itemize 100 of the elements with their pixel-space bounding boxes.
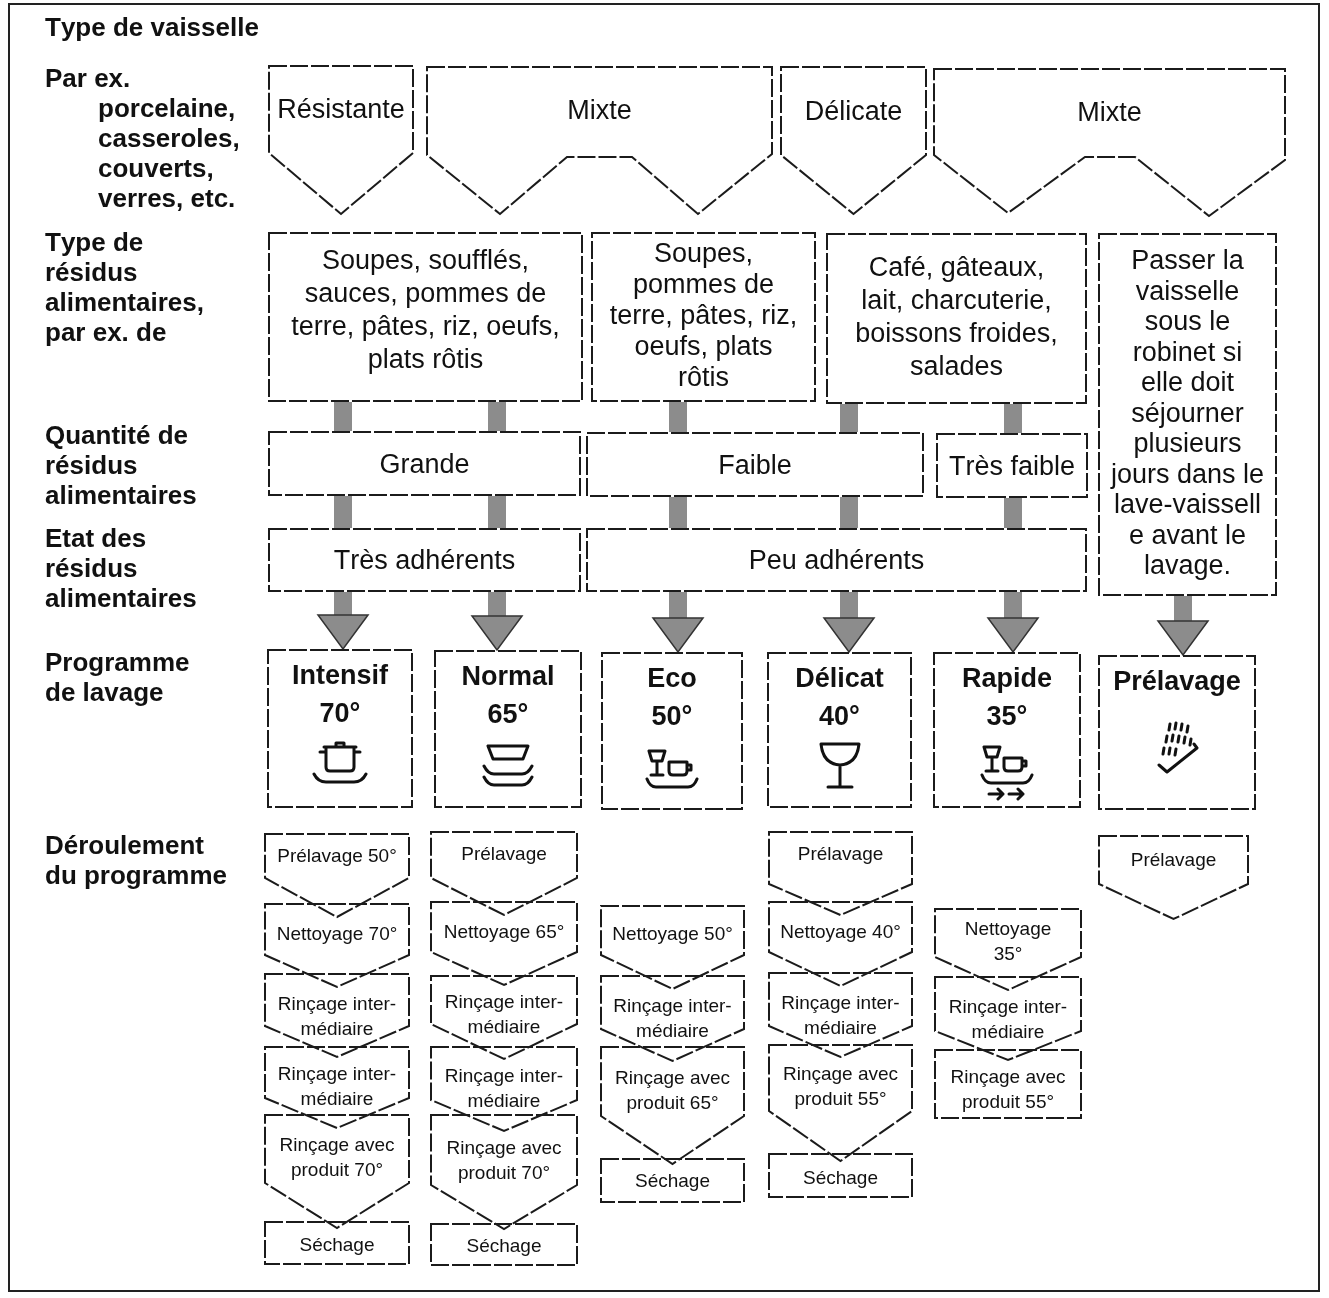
step-pentagon [430,831,578,916]
connector-bar [669,497,687,528]
step-label: Nettoyage 70° [276,922,398,946]
residue-box [826,233,1087,404]
step-label: Prélavage [461,842,547,866]
step-pentagon [768,901,913,987]
residue-box [268,232,583,402]
category-label: Résistante [277,93,405,125]
row-heading: Type de vaisselle [45,12,260,42]
step-pentagon [600,975,745,1062]
step-box [768,1153,913,1198]
step-label: Nettoyage 40° [780,920,901,944]
advice-text: Passer la vaisselle sous le robinet si elle doit séjourner plusieurs jours dans le lave-vaissell e avant le lavage. [1109,245,1266,581]
connector-bar [1004,498,1022,528]
step-pentagon [1098,835,1249,920]
step-label: Rinçage inter- médiaire [276,992,398,1041]
row-heading: Etat des résidus alimentaires [45,523,198,613]
connector-bar [334,496,352,528]
step-pentagon [600,905,745,990]
step-label: Prélavage [797,842,884,866]
step-label: Prélavage 50° [277,844,397,868]
program-temperature: 70° [319,697,361,729]
program-box [267,649,413,808]
step-label: Rinçage avec produit 65° [613,1066,732,1115]
adhesion-label: Peu adhérents [748,544,925,576]
quantity-box [936,433,1088,498]
step-pentagon [934,976,1082,1061]
step-pentagon [264,1046,410,1129]
residue-examples-text: Café, gâteaux, lait, charcuterie, boissons froides, salades [854,251,1059,383]
block-arrow [471,592,523,651]
residue-examples-text: Soupes, soufflés, sauces, pommes de terre, pâtes, riz, oeufs, plats rôtis [290,244,561,376]
row-heading: Déroulement du programme [45,830,229,890]
program-name: Rapide [962,662,1052,694]
step-label: Nettoyage 35° [963,917,1053,966]
category-tag [780,66,927,215]
step-pentagon [430,975,578,1060]
step-box [600,1158,745,1203]
connector-bar [488,496,506,528]
row-heading: Quantité de résidus alimentaires [45,420,198,510]
residue-box [591,232,816,402]
program-box [933,652,1081,808]
block-arrow [317,592,369,650]
connector-bar [669,402,687,432]
step-label: Séchage [466,1234,542,1258]
step-label: Rinçage inter- médiaire [947,995,1069,1044]
step-box [430,1223,578,1266]
step-label: Séchage [803,1166,878,1190]
residue-examples-text: Soupes, pommes de terre, pâtes, riz, oeufs, plats rôtis [608,238,799,393]
step-pentagon [600,1046,745,1165]
step-pentagon [768,972,913,1058]
program-name: Prélavage [1113,665,1241,697]
category-tag [426,66,773,215]
step-label: Rinçage avec produit 55° [949,1065,1067,1114]
program-box [767,652,912,808]
quantity-label: Grande [379,447,470,480]
row-heading: Programme de lavage [45,647,191,707]
category-label: Mixte [567,94,632,126]
step-box [264,1221,410,1265]
step-label: Séchage [635,1169,710,1193]
connector-bar [840,497,858,528]
step-pentagon [430,1046,578,1132]
step-pentagon [264,1114,410,1229]
program-temperature: 50° [651,700,693,732]
category-label: Délicate [804,94,903,127]
connector-bar [488,402,506,431]
block-arrow [1157,596,1209,656]
step-pentagon [934,908,1082,991]
program-name: Normal [461,660,555,692]
step-label: Rinçage inter- médiaire [276,1062,398,1111]
step-label: Prélavage [1130,848,1217,872]
step-label: Nettoyage 50° [612,922,733,946]
category-tag [268,65,414,215]
program-box [1098,655,1256,810]
block-arrow [987,592,1039,653]
program-temperature: 65° [487,698,529,730]
connector-bar [1004,404,1022,433]
quantity-box [586,432,924,497]
step-pentagon [264,903,410,988]
advice-box [1098,233,1277,596]
quantity-label: Faible [718,448,792,481]
step-label: Séchage [299,1233,375,1257]
adhesion-box [268,528,581,592]
quantity-label: Très faible [948,449,1076,482]
row-heading: Type de résidus alimentaires, par ex. de [45,227,205,347]
program-temperature: 35° [986,700,1028,732]
connector-bar [334,402,352,431]
category-tag [933,68,1286,217]
block-arrow [823,592,875,653]
adhesion-label: Très adhérents [333,544,516,576]
step-label: Rinçage inter- médiaire [443,1064,565,1113]
step-label: Rinçage avec produit 70° [278,1133,396,1182]
step-pentagon [430,1114,578,1230]
step-pentagon [264,833,410,918]
program-name: Intensif [292,659,388,691]
category-label: Mixte [1077,96,1142,128]
program-box [601,652,743,810]
program-name: Eco [647,662,697,694]
quantity-box [268,431,581,496]
program-temperature: 40° [819,700,860,732]
program-box [434,650,582,808]
